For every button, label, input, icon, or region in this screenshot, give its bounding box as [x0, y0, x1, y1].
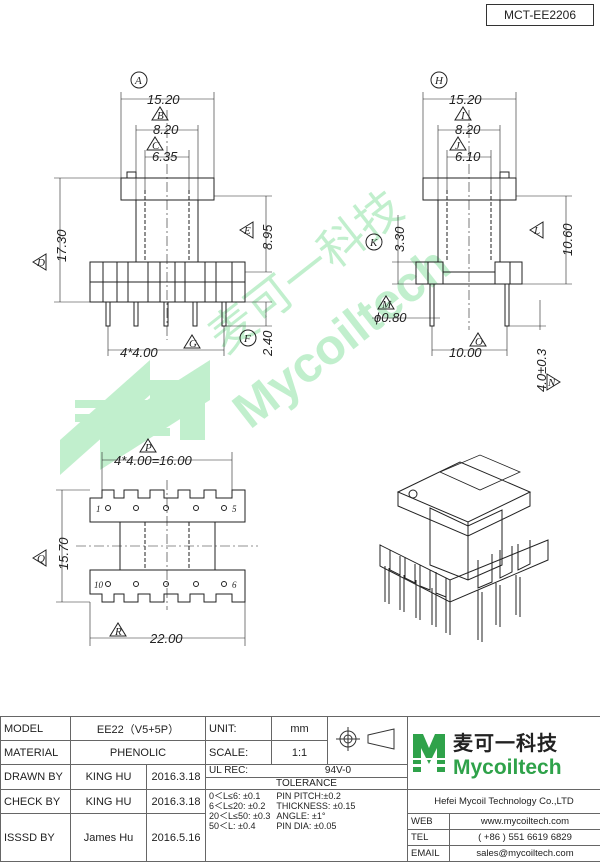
- front-dim-pin-pitch: 4*4.00: [120, 345, 158, 360]
- issued-label: ISSSD BY: [1, 814, 71, 862]
- ref-b: B: [157, 110, 164, 122]
- ul-value: 94V-0: [269, 765, 407, 777]
- ref-o: O: [475, 336, 483, 348]
- iso-top-flange: [398, 462, 530, 522]
- bottom-view: 1 5 10 6 4*4.00=16.00 P 15.70 Q 22.00: [33, 439, 258, 646]
- pin-label-5: 5: [232, 504, 237, 514]
- company-logo-cell: 麦可一科技 Mycoiltech: [408, 717, 600, 790]
- bottom-dim-width: 22.00: [149, 631, 183, 646]
- ref-a: A: [134, 75, 142, 87]
- unit-label: UNIT:: [206, 717, 272, 741]
- pin-label-6: 6: [232, 580, 237, 590]
- unit-value: mm: [272, 717, 328, 741]
- company-name-en: Mycoiltech: [453, 756, 562, 780]
- tol-3: 20＜L≤50: ±0.3: [209, 811, 270, 821]
- tolerance-table: 0＜L≤6: ±0.1 6＜L≤20: ±0.2 20＜L≤50: ±0.3 5…: [206, 790, 408, 862]
- web-value: www.mycoiltech.com: [450, 814, 600, 829]
- ref-p: P: [144, 442, 152, 454]
- front-dim-height: 17.30: [54, 229, 69, 262]
- drawn-name: KING HU: [71, 765, 147, 790]
- check-label: CHECK BY: [1, 790, 71, 814]
- technical-drawing: 麦可一科技 Mycoiltech 15.20 8.20: [0, 0, 600, 716]
- ref-k: K: [369, 237, 378, 249]
- side-dim-flange: 3.30: [392, 226, 407, 252]
- company-full-name: Hefei Mycoil Technology Co.,LTD: [408, 790, 600, 814]
- tolerance-title: TOLERANCE: [206, 778, 407, 789]
- ref-n: N: [547, 377, 556, 389]
- check-date: 2016.3.18: [147, 790, 206, 814]
- side-dim-inner: 8.20: [455, 122, 481, 137]
- issued-date: 2016.5.16: [147, 814, 206, 862]
- logo-icon: [411, 730, 447, 776]
- model-value: EE22（V5+5P）: [71, 717, 206, 741]
- material-label: MATERIAL: [1, 741, 71, 765]
- ref-e: E: [243, 225, 251, 237]
- model-label: MODEL: [1, 717, 71, 741]
- pin-label-10: 10: [94, 580, 104, 590]
- tel-label: TEL: [408, 830, 450, 845]
- issued-name: James Hu: [71, 814, 147, 862]
- ref-c: C: [152, 140, 160, 152]
- company-name-zh: 麦可一科技: [453, 727, 562, 756]
- side-dim-pin-dia: ϕ0.80: [374, 310, 407, 325]
- ref-l: L: [533, 225, 540, 237]
- side-top-flange: [423, 178, 516, 200]
- ref-q: Q: [37, 553, 45, 565]
- tol-7: ANGLE: ±1°: [276, 811, 355, 821]
- material-value: PHENOLIC: [71, 741, 206, 765]
- front-dim-upper: 8.95: [260, 224, 275, 250]
- drawn-date: 2016.3.18: [147, 765, 206, 790]
- email-value: sales@mycoiltech.com: [450, 846, 600, 861]
- company-logo: 麦可一科技 Mycoiltech: [411, 727, 597, 780]
- pin-label-1: 1: [96, 504, 101, 514]
- ref-f: F: [243, 333, 251, 345]
- email-label: EMAIL: [408, 846, 450, 861]
- projection-icon: [332, 721, 404, 757]
- scale-value: 1:1: [272, 741, 328, 765]
- tol-5: PIN PITCH:±0.2: [276, 791, 355, 801]
- front-top-tab: [127, 172, 136, 178]
- tol-2: 6＜L≤20: ±0.2: [209, 801, 270, 811]
- side-dim-height: 10.60: [560, 223, 575, 256]
- ref-r: R: [114, 626, 122, 638]
- tol-8: PIN DIA: ±0.05: [276, 821, 355, 831]
- scale-label: SCALE:: [206, 741, 272, 765]
- front-top-flange: [121, 178, 214, 200]
- side-dim-width: 15.20: [449, 92, 482, 107]
- title-block: MODEL EE22（V5+5P） UNIT: mm 麦可一科技 Mycoilt…: [0, 716, 600, 862]
- check-name: KING HU: [71, 790, 147, 814]
- front-dim-inner: 8.20: [153, 122, 179, 137]
- ul-tolerance-cell: UL REC: 94V-0 TOLERANCE: [206, 765, 408, 790]
- ref-g: G: [189, 338, 197, 350]
- bottom-dim-height: 15.70: [56, 537, 71, 570]
- isometric-view: [380, 455, 548, 642]
- contact-block: WEB www.mycoiltech.com TEL ( +86 ) 551 6…: [408, 814, 600, 862]
- tol-6: THICKNESS: ±0.15: [276, 801, 355, 811]
- tol-1: 0＜L≤6: ±0.1: [209, 791, 270, 801]
- ref-m: M: [381, 299, 392, 311]
- watermark: 麦可一科技 Mycoiltech: [60, 180, 460, 475]
- bottom-dim-pitch: 4*4.00=16.00: [114, 453, 192, 468]
- web-label: WEB: [408, 814, 450, 829]
- ref-h: H: [434, 75, 444, 87]
- front-dim-width: 15.20: [147, 92, 180, 107]
- side-top-tab: [500, 172, 509, 178]
- tel-value: ( +86 ) 551 6619 6829: [450, 830, 600, 845]
- side-view: 15.20 8.20 6.10 H I J 10.60 L 3.30 K ϕ0.…: [366, 72, 575, 392]
- ul-label: UL REC:: [206, 765, 269, 777]
- ref-d: D: [36, 257, 45, 269]
- drawn-label: DRAWN BY: [1, 765, 71, 790]
- side-base-right: [495, 262, 522, 284]
- front-dim-pin-len: 2.40: [260, 330, 275, 357]
- tol-4: 50＜L: ±0.4: [209, 821, 270, 831]
- projection-symbol: [328, 717, 408, 765]
